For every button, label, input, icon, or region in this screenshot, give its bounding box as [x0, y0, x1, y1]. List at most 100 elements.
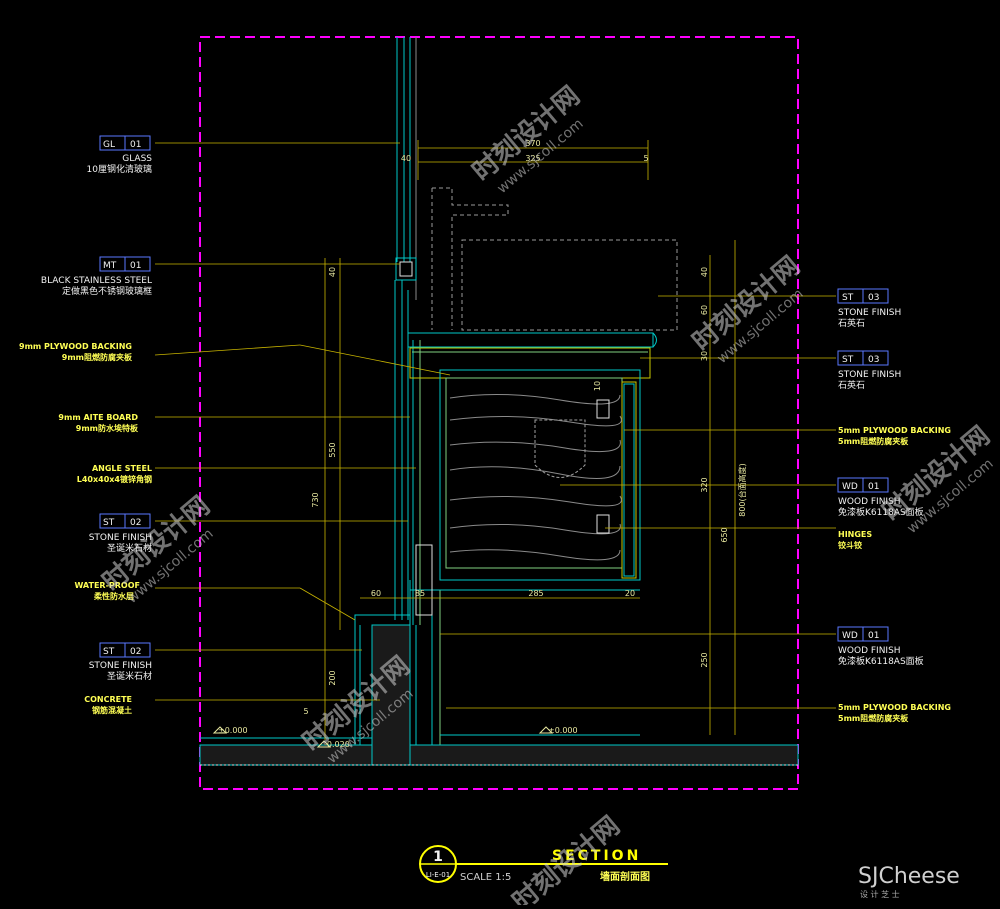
right-tags: ST 03 STONE FINISH 石英石 ST 03 STONE FINIS…: [837, 288, 951, 723]
tag-st02-a: ST 02 STONE FINISH 圣诞米石材: [89, 513, 152, 554]
label-en: 9mm AITE BOARD: [58, 413, 138, 422]
tag-st03-a: ST 03 STONE FINISH 石英石: [837, 288, 901, 329]
tag-code: ST: [103, 518, 115, 528]
label-cn: 9mm防水埃特板: [76, 423, 139, 433]
leader-lines: [154, 142, 836, 709]
label-en: ANGLE STEEL: [92, 464, 152, 473]
label-cn: L40x40x4镀锌角钢: [77, 474, 152, 484]
faucet-outline: [431, 187, 678, 331]
brand-logo: SJCheese 设 计 芝 士: [858, 864, 960, 899]
dimension-texts: 370 40 325 5 40 550 730 200 5 40 60 30 1…: [303, 139, 747, 716]
dim-325: 325: [525, 154, 540, 163]
dim-370: 370: [525, 139, 540, 148]
tag-code: ST: [842, 355, 854, 365]
dim-40: 40: [401, 154, 411, 163]
left-tags: GL 01 GLASS 10厘钢化清玻璃 MT 01 BLACK STAINLE…: [19, 135, 152, 715]
lower-cabinet: [409, 544, 640, 745]
section-title: SECTION: [552, 848, 641, 864]
concrete-slab: [199, 624, 799, 766]
tag-num: 01: [868, 631, 879, 641]
label-en: STONE FINISH: [838, 308, 901, 318]
dim-r10: 10: [593, 381, 602, 391]
dim-r250: 250: [700, 652, 709, 667]
level-markers: ±0.000 -0.020 ±0.000: [212, 726, 578, 749]
dim-v5: 5: [303, 707, 308, 716]
dim-v40: 40: [328, 267, 337, 277]
section-scale: SCALE 1:5: [460, 872, 511, 883]
tag-wd01-b: WD 01 WOOD FINISH 免漆板K6118AS面板: [837, 626, 924, 667]
label-en: 5mm PLYWOOD BACKING: [838, 703, 951, 712]
title-block: 1 LI-E-01 SECTION SCALE 1:5 墙面剖面图: [419, 845, 668, 883]
dim-5: 5: [643, 154, 648, 163]
countertop: [407, 332, 657, 379]
tag-num: 01: [130, 261, 141, 271]
level-left: ±0.000: [218, 726, 248, 735]
label-en: BLACK STAINLESS STEEL: [41, 276, 152, 286]
dim-r60: 60: [700, 305, 709, 315]
label-en: WOOD FINISH: [838, 497, 901, 507]
label-cn: 柔性防水层: [93, 591, 134, 601]
cabinet: [439, 369, 641, 581]
tag-code: ST: [842, 293, 854, 303]
label-en: STONE FINISH: [89, 661, 152, 671]
label-cn: 5mm阻燃防腐夹板: [838, 713, 909, 723]
label-en: STONE FINISH: [89, 533, 152, 543]
label-en: STONE FINISH: [838, 370, 901, 380]
label-en: HINGES: [838, 530, 872, 539]
label-cn: 5mm阻燃防腐夹板: [838, 436, 909, 446]
tag-wd01-a: WD 01 WOOD FINISH 免漆板K6118AS面板: [837, 477, 924, 518]
dim-r650: 650: [720, 527, 729, 542]
label-en: CONCRETE: [84, 695, 132, 704]
label-cn: 9mm阻燃防腐夹板: [62, 352, 133, 362]
label-cn: 免漆板K6118AS面板: [838, 506, 924, 518]
label-cn: 石英石: [838, 379, 865, 391]
brand-sub: 设 计 芝 士: [860, 889, 900, 899]
label-en: WOOD FINISH: [838, 646, 901, 656]
label-cn: 圣诞米石材: [107, 542, 152, 554]
dimension-lines: [324, 140, 736, 740]
dim-r30: 30: [700, 351, 709, 361]
label-cn: 圣诞米石材: [107, 670, 152, 682]
dim-r320: 320: [700, 477, 709, 492]
tag-code: ST: [103, 647, 115, 657]
label-en: 5mm PLYWOOD BACKING: [838, 426, 951, 435]
dim-b285: 285: [528, 589, 543, 598]
section-number: 1: [433, 849, 443, 865]
tag-code: MT: [103, 261, 117, 271]
tag-num: 02: [130, 518, 141, 528]
tag-num: 01: [130, 140, 141, 150]
tag-code: WD: [842, 631, 858, 641]
dim-v200: 200: [328, 670, 337, 685]
level-step: -0.020: [324, 740, 350, 749]
glass-panel: [396, 37, 417, 300]
label-cn: 10厘钢化清玻璃: [87, 163, 152, 175]
tag-num: 03: [868, 355, 879, 365]
dim-r40: 40: [700, 267, 709, 277]
label-en: WATER-PROOF: [74, 581, 140, 590]
sheet-ref: LI-E-01: [426, 871, 450, 879]
tag-mt01: MT 01 BLACK STAINLESS STEEL 定做黑色不锈钢玻璃框: [41, 256, 152, 297]
tag-st02-b: ST 02 STONE FINISH 圣诞米石材: [89, 642, 152, 682]
brand-name: SJCheese: [858, 864, 960, 889]
section-title-cn: 墙面剖面图: [600, 870, 650, 883]
tag-code: WD: [842, 482, 858, 492]
dim-b20: 20: [625, 589, 635, 598]
dim-b60: 60: [371, 589, 381, 598]
dim-b85: 85: [415, 589, 425, 598]
level-right: ±0.000: [548, 726, 578, 735]
dim-v550: 550: [328, 442, 337, 457]
label-cn: 石英石: [838, 317, 865, 329]
label-en: GLASS: [122, 154, 152, 164]
watermarks: 时刻设计网 www.sjcoll.com 时刻设计网 www.sjcoll.co…: [96, 80, 996, 909]
tag-code: GL: [103, 140, 115, 150]
label-en: 9mm PLYWOOD BACKING: [19, 342, 132, 351]
tag-num: 03: [868, 293, 879, 303]
tag-st03-b: ST 03 STONE FINISH 石英石: [837, 350, 901, 391]
tag-gl01: GL 01 GLASS 10厘钢化清玻璃: [87, 135, 152, 175]
label-cn: 免漆板K6118AS面板: [838, 655, 924, 667]
label-cn: 钢筋混凝土: [92, 705, 132, 715]
tag-num: 01: [868, 482, 879, 492]
dim-v730: 730: [311, 492, 320, 507]
